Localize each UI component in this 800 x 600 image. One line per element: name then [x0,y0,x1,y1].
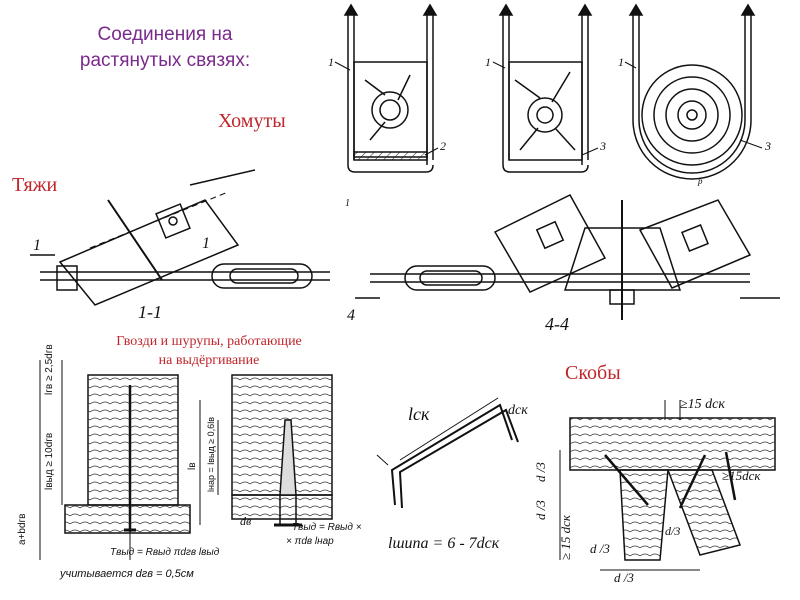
clamp-figure-1 [343,3,438,173]
staple-ge15-top: ≥15 dск [680,397,725,412]
nail-formula: Tвыд = Rвыд πdгв lвыд [110,547,220,558]
staple-ge15-right: ≥15dск [722,468,761,483]
screw-vert-d: lв [187,462,198,470]
clamp-figure-2 [498,3,593,173]
clamp-2-number-1: 1 [485,55,491,69]
staple-d3-c: d /3 [590,541,610,556]
label-gvozdi: Гвозди и шурупы, работающие на выдёргива… [64,332,354,370]
staple-d3-e: d /3 [614,570,634,585]
nail-drawing [39,360,191,560]
clamp-leaders [334,61,763,156]
nail-vert-b: lгв ≥ 2,5dгв [44,344,55,395]
nail-vert-a: a+bdгв [17,514,28,545]
screw-vert-e: lнар = lвыд ≥ 0,6lв [206,417,216,492]
clamp-1-number-1: 1 [328,55,334,69]
label-skoby: Скобы [565,362,621,384]
label-gvozdi-line-2: на выдёргивание [158,353,260,368]
label-khomuty: Хомуты [218,110,286,132]
label-tyazhi: Тяжи [12,174,58,196]
staple-ge15-left: ≥ 15 dск [558,514,573,560]
tie-rod-left-drawing [30,169,330,306]
nail-vert-c: lвыд ≥ 10dгв [44,433,55,490]
staple-drawing [376,397,519,509]
page-title: Соединения на растянутых связях: [30,22,300,74]
section-4-4: 4-4 [545,314,569,334]
staple-joint-drawing [559,400,776,571]
screw-formula-2: × πdв lнар [286,536,334,547]
tie-right-mark-4: 4 [347,307,355,324]
title-line-1: Соединения на [97,24,233,45]
staple-d3-b: d /3 [533,500,548,520]
staple-d3-a: d /3 [533,462,548,482]
tie-left-mark-1b: 1 [202,235,210,252]
clamp-1-number-2: 2 [440,139,446,153]
tie-left-mark-1a: 1 [33,237,41,254]
section-1-1: 1-1 [138,302,162,322]
clamp-2-number-3: 3 [599,139,606,153]
staple-l-shipa: lшипа = 6 - 7dск [388,535,500,552]
clamp-figure-3 [628,3,756,180]
clamp-3-subscript: р [697,176,703,186]
tie-rod-right-drawing [355,194,780,320]
clamp-3-number-1: 1 [618,55,624,69]
screw-formula-1: Tвыд = Rвыд × [292,522,362,533]
screw-drawing [199,374,333,527]
staple-d-sk: dск [508,403,528,418]
clamp-3-number-3: 3 [764,139,771,153]
label-gvozdi-line-1: Гвозди и шурупы, работающие [116,334,302,349]
staple-l-sk: lск [408,404,430,424]
nail-note: учитывается dгв = 0,5см [59,568,194,580]
staple-d3-d: d/3 [665,524,680,538]
tie-right-mark-1: 1 [345,198,350,209]
screw-d-v: dв [240,514,251,528]
title-line-2: растянутых связях: [79,50,251,71]
